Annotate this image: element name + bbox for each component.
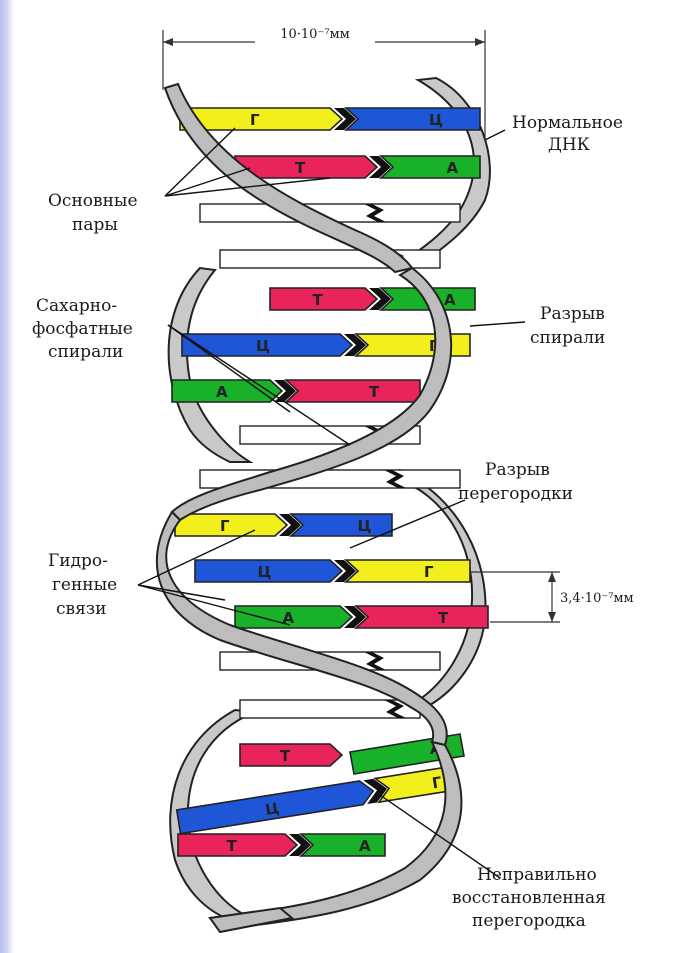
base-right bbox=[381, 156, 480, 178]
spacing-label: 3,4·10⁻⁷мм bbox=[560, 591, 634, 606]
spacing-dimension: 3,4·10⁻⁷мм bbox=[470, 572, 634, 622]
base-right-letter: Т bbox=[438, 609, 449, 627]
misrepaired-label-1: Неправильно bbox=[477, 865, 597, 885]
base-right bbox=[291, 514, 392, 536]
base-left-letter: Т bbox=[227, 837, 238, 855]
base-pair: ТА bbox=[172, 380, 420, 402]
base-pair: АТ bbox=[235, 156, 480, 178]
normal-dna-label-2: ДНК bbox=[548, 135, 590, 155]
base-right-letter: Ц bbox=[358, 517, 372, 535]
base-pair: ЦГ bbox=[180, 108, 480, 130]
base-right-letter: Г bbox=[424, 563, 434, 581]
base-right bbox=[356, 334, 470, 356]
base-right-letter: А bbox=[447, 159, 459, 177]
base-pairs-label-1: Основные bbox=[48, 191, 138, 211]
base-left-letter: Т bbox=[295, 159, 306, 177]
base-left-letter: Ц bbox=[264, 799, 281, 819]
base-pair: ТА bbox=[235, 606, 488, 628]
base-right bbox=[346, 108, 480, 130]
hydrogen-bonds-label-3: связи bbox=[56, 599, 106, 619]
base-pair: ГЦ bbox=[195, 560, 470, 582]
base-pair: АТ bbox=[270, 288, 475, 310]
hydrogen-bonds-label-2: генные bbox=[52, 575, 117, 595]
hydrogen-bonds-label-1: Гидро- bbox=[48, 551, 108, 571]
normal-dna-label-1: Нормальное bbox=[512, 113, 623, 133]
misrepaired-label-3: перегородка bbox=[472, 911, 586, 931]
base-right-letter: А bbox=[444, 291, 456, 309]
base-right bbox=[356, 606, 488, 628]
base-left-letter: А bbox=[216, 383, 228, 401]
base-left bbox=[270, 288, 377, 310]
helix-break-label-2: спирали bbox=[530, 328, 605, 348]
base-right bbox=[346, 560, 470, 582]
base-pair: ГЦ bbox=[182, 334, 470, 356]
sugar-phosphate-label-2: фосфатные bbox=[32, 319, 133, 339]
base-left bbox=[175, 514, 287, 536]
base-right-letter: Ц bbox=[429, 111, 443, 129]
base-left bbox=[240, 744, 342, 766]
base-right-letter: Т bbox=[369, 383, 380, 401]
base-left-letter: Ц bbox=[258, 563, 272, 581]
partition-break-label-2: перегородки bbox=[458, 484, 573, 504]
partition-break-label-1: Разрыв bbox=[485, 460, 550, 480]
sugar-phosphate-label-3: спирали bbox=[48, 342, 123, 362]
base-pair: АТ bbox=[178, 834, 385, 856]
base-pair: ГЦ bbox=[177, 766, 457, 834]
base-left-letter: Г bbox=[220, 517, 230, 535]
base-left-letter: Г bbox=[250, 111, 260, 129]
base-right bbox=[286, 380, 420, 402]
base-left-letter: Т bbox=[313, 291, 324, 309]
base-right-letter: А bbox=[359, 837, 371, 855]
width-label: 10·10⁻⁷мм bbox=[280, 27, 350, 42]
back-strand-segment-2 bbox=[169, 268, 250, 462]
base-left bbox=[178, 834, 297, 856]
base-left-letter: Ц bbox=[256, 337, 270, 355]
base-pair: АТ bbox=[240, 734, 464, 774]
base-pair: ЦГ bbox=[175, 514, 392, 536]
base-pairs-label-2: пары bbox=[72, 215, 118, 235]
helix-break-label-1: Разрыв bbox=[540, 304, 605, 324]
base-right bbox=[301, 834, 385, 856]
sugar-phosphate-label-1: Сахарно- bbox=[36, 296, 117, 316]
base-left-letter: Т bbox=[280, 747, 291, 765]
misrepaired-label-2: восстановленная bbox=[452, 888, 606, 908]
